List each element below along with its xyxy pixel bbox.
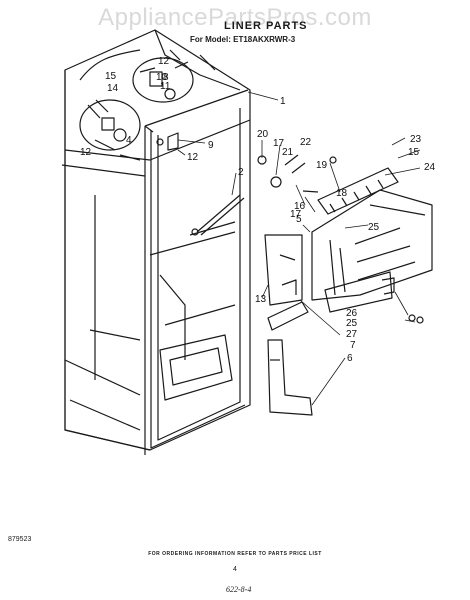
callout-15-right: 15 xyxy=(408,147,420,158)
callout-19: 19 xyxy=(316,160,328,171)
callout-17-b: 17 xyxy=(290,209,302,220)
callout-12-left: 12 xyxy=(80,147,92,158)
callout-7: 7 xyxy=(350,340,356,351)
callout-5: 5 xyxy=(296,214,302,225)
callout-17-a: 17 xyxy=(273,138,285,149)
callout-14: 14 xyxy=(107,83,119,94)
control-housing xyxy=(311,189,433,301)
callout-25-b: 25 xyxy=(346,318,358,329)
control-clusters xyxy=(79,57,194,151)
callout-18: 18 xyxy=(336,188,348,199)
callout-13: 13 xyxy=(255,294,267,305)
callout-16: 16 xyxy=(294,201,306,212)
liner-cabinet xyxy=(61,29,251,455)
callout-2: 2 xyxy=(238,167,244,178)
leader-lines xyxy=(177,91,421,406)
callout-10: 10 xyxy=(156,72,168,83)
model-line: For Model: ET18AKXRWR-3 xyxy=(190,35,296,44)
callout-15-left: 15 xyxy=(105,71,117,82)
deflector xyxy=(267,301,309,331)
rod-assembly xyxy=(191,194,245,236)
callout-12-top: 12 xyxy=(158,56,170,67)
callout-27: 27 xyxy=(346,329,358,340)
duct xyxy=(264,234,303,306)
watermark: AppliancePartsPros.com xyxy=(98,4,372,31)
callout-1: 1 xyxy=(280,96,286,107)
document-number: 879523 xyxy=(8,536,32,543)
thermostat-bracket xyxy=(317,167,399,215)
callout-6: 6 xyxy=(347,353,353,364)
callout-25-a: 25 xyxy=(368,222,380,233)
callout-21: 21 xyxy=(282,147,294,158)
ordering-info: FOR ORDERING INFORMATION REFER TO PARTS … xyxy=(148,551,322,557)
callout-9: 9 xyxy=(208,140,214,151)
baffle-plate xyxy=(324,271,395,313)
callout-20: 20 xyxy=(257,129,269,140)
cover-panel xyxy=(267,339,313,416)
callout-8: 8 xyxy=(163,72,169,83)
page-number: 4 xyxy=(233,566,237,573)
callout-11: 11 xyxy=(160,81,171,92)
callout-23: 23 xyxy=(410,134,422,145)
page-title: LINER PARTS xyxy=(224,20,308,32)
callout-22: 22 xyxy=(300,137,312,148)
callout-12-mid: 12 xyxy=(187,152,199,163)
callout-26: 26 xyxy=(346,308,358,319)
handwritten-code: 622-8-4 xyxy=(226,585,252,594)
callout-4: 4 xyxy=(126,135,132,146)
callout-numbers: 1 2 4 5 6 7 8 9 10 11 12 12 12 13 14 15 … xyxy=(80,56,436,364)
callout-24: 24 xyxy=(424,162,436,173)
